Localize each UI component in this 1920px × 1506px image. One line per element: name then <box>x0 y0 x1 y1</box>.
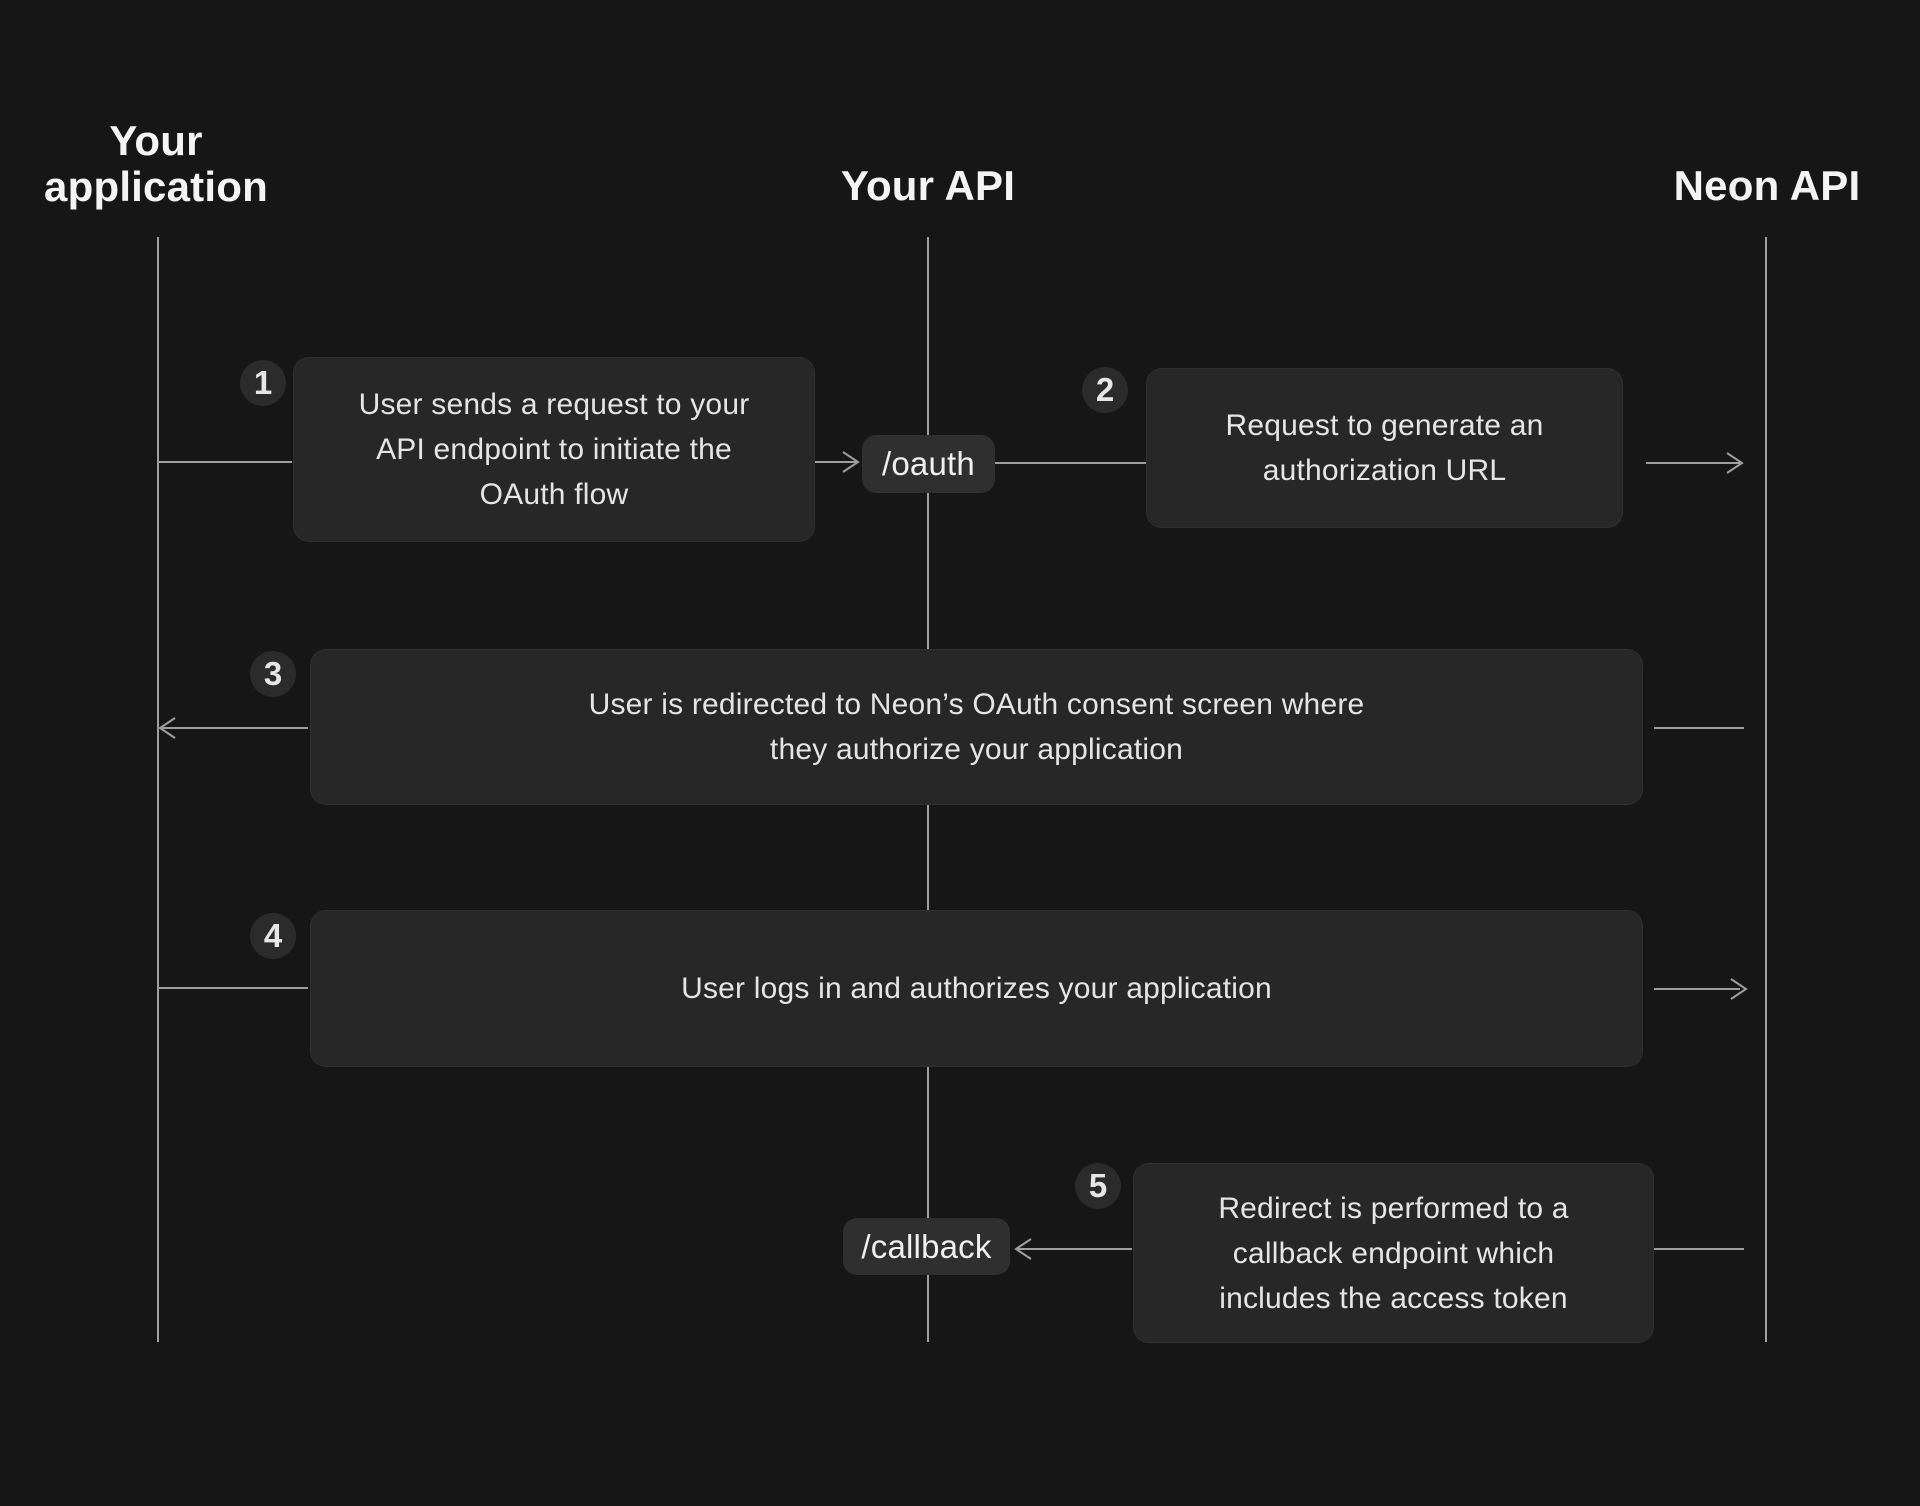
step-5-message-text: Redirect is performed to a callback endp… <box>1218 1191 1569 1315</box>
lifeline-label-your-application: Your application <box>44 117 268 210</box>
step-5-message-box: Redirect is performed to a callback endp… <box>1133 1163 1654 1343</box>
step-5-badge: 5 <box>1075 1163 1121 1209</box>
step-3-badge: 3 <box>250 651 296 697</box>
step-4-badge: 4 <box>250 913 296 959</box>
lifeline-label-neon-api: Neon API <box>1673 162 1861 209</box>
step-1-badge: 1 <box>240 360 286 406</box>
step-4-message-text: User logs in and authorizes your applica… <box>681 972 1272 1005</box>
arrowhead-right-icon <box>842 451 860 473</box>
step-4-message-box: User logs in and authorizes your applica… <box>310 910 1643 1067</box>
step-1-message-text: User sends a request to your API endpoin… <box>358 388 750 511</box>
callback-endpoint-chip: /callback <box>843 1218 1010 1275</box>
step-2-message-box: Request to generate an authorization URL <box>1146 368 1623 528</box>
oauth-endpoint-chip: /oauth <box>862 435 995 493</box>
lifeline-label-your-api: Your API <box>840 162 1016 209</box>
step-3-message-box: User is redirected to Neon’s OAuth conse… <box>310 649 1643 805</box>
step-2-badge: 2 <box>1082 367 1128 413</box>
step-1-message-box: User sends a request to your API endpoin… <box>293 357 815 542</box>
arrowhead-right-icon <box>1730 978 1748 1000</box>
arrowhead-right-icon <box>1726 452 1744 474</box>
step-2-message-text: Request to generate an authorization URL <box>1225 409 1544 487</box>
step-3-message-text: User is redirected to Neon’s OAuth conse… <box>588 688 1365 766</box>
